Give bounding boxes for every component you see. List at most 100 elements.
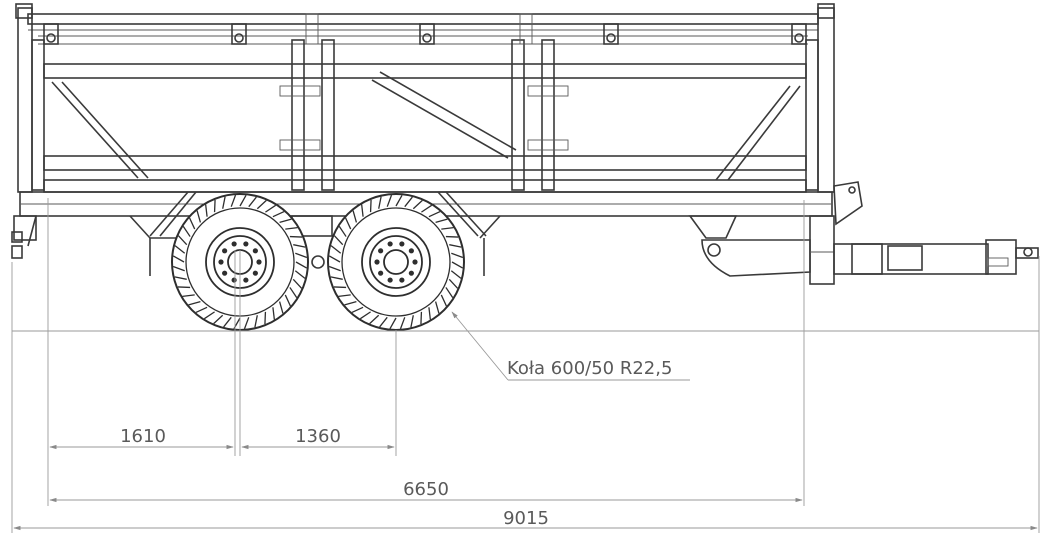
- tread-lug: [174, 245, 186, 254]
- tread-lug: [294, 270, 306, 279]
- tread-lug: [295, 261, 308, 269]
- tread-lug: [389, 317, 397, 330]
- wheel-nut: [243, 277, 249, 283]
- tread-lug: [243, 317, 250, 330]
- tread-lug: [434, 301, 440, 314]
- tread-lug: [369, 314, 380, 325]
- wheel-callout: Koła 600/50 R22,5: [451, 311, 690, 381]
- dim-label-axle-spacing: 1360: [295, 426, 341, 447]
- tread-lug: [182, 294, 195, 297]
- tread-lug: [440, 294, 448, 307]
- tread-lug: [338, 225, 347, 237]
- tread-lug: [222, 196, 226, 209]
- tread-lug: [172, 265, 185, 272]
- tread-lug: [361, 204, 364, 217]
- tread-lug: [441, 227, 454, 230]
- tread-lug: [412, 199, 423, 210]
- tread-lug: [289, 287, 298, 299]
- dim-label-rear-overhang: 1610: [120, 426, 166, 447]
- tread-lug: [248, 196, 257, 208]
- wheel-nut: [243, 241, 249, 247]
- tread-lug: [188, 217, 196, 230]
- tread-lug: [205, 204, 208, 217]
- tread-lug: [451, 252, 464, 259]
- wheel-nut: [387, 277, 393, 283]
- wheel-nut: [256, 259, 262, 265]
- wheel-nut: [252, 270, 258, 276]
- tread-lug: [344, 217, 352, 230]
- wheel-nut: [412, 259, 418, 265]
- suspension: [129, 191, 501, 276]
- tread-lug: [330, 245, 342, 254]
- wheel-nut: [218, 259, 224, 265]
- wheel-nut: [408, 270, 414, 276]
- dimension-labels: 1610 1360 6650 9015: [120, 426, 549, 529]
- drawbar: [688, 181, 1039, 285]
- tread-lug: [284, 294, 292, 307]
- hub-cap: [383, 249, 409, 275]
- tread-lug: [256, 199, 267, 210]
- cargo-body: [15, 3, 835, 217]
- tread-lug: [421, 204, 433, 213]
- rear-lights: [11, 215, 37, 259]
- dimension-lines: [11, 198, 1040, 533]
- tread-lug: [404, 196, 413, 208]
- tread-lug: [330, 276, 343, 280]
- wheel-nut: [387, 241, 393, 247]
- wheel-nut: [399, 241, 405, 247]
- wheel-nut: [399, 277, 405, 283]
- tread-lug: [203, 311, 215, 320]
- tread-lug: [448, 278, 459, 289]
- tread-lug: [450, 270, 462, 279]
- tread-lug: [428, 307, 431, 320]
- tread-lug: [295, 252, 308, 259]
- tread-lug: [182, 225, 191, 237]
- tread-lug: [451, 261, 464, 269]
- wheel-nut: [252, 248, 258, 254]
- tread-lug: [351, 306, 364, 314]
- tire-sidewall: [341, 207, 451, 317]
- tread-lug: [172, 255, 185, 263]
- tread-lug: [352, 210, 358, 223]
- tread-lug: [188, 300, 201, 306]
- wheel-nut: [408, 248, 414, 254]
- tread-lug: [410, 315, 414, 328]
- tread-lug: [328, 255, 341, 263]
- tread-lug: [378, 196, 382, 209]
- dim-label-total-length: 9015: [503, 508, 549, 529]
- tread-lug: [449, 244, 462, 248]
- tread-lug: [177, 235, 188, 246]
- wheel-nut: [231, 241, 237, 247]
- tread-lug: [379, 316, 388, 328]
- tread-lug: [293, 244, 306, 248]
- tread-lug: [265, 204, 277, 213]
- tread-lug: [223, 316, 232, 328]
- wheel-nut: [222, 270, 228, 276]
- tread-lug: [213, 314, 224, 325]
- tread-lug: [195, 306, 208, 314]
- tread-lug: [292, 278, 303, 289]
- wheel-nut: [374, 259, 380, 265]
- wheel-nut: [378, 248, 384, 254]
- dim-label-body-length: 6650: [403, 479, 449, 500]
- tread-lug: [445, 287, 454, 299]
- tread-lug: [272, 210, 285, 218]
- tread-lug: [399, 317, 406, 330]
- wheel-nut: [222, 248, 228, 254]
- tread-lug: [239, 194, 247, 207]
- tread-lug: [386, 194, 393, 207]
- tread-lug: [333, 235, 344, 246]
- tread-lug: [285, 227, 298, 230]
- tread-lug: [359, 311, 371, 320]
- wheel-nut: [378, 270, 384, 276]
- tread-lug: [272, 307, 275, 320]
- tread-lug: [428, 210, 441, 218]
- tread-lug: [338, 294, 351, 297]
- tread-lug: [435, 218, 448, 224]
- wheel-callout-label: Koła 600/50 R22,5: [507, 358, 672, 379]
- tread-lug: [278, 301, 284, 314]
- tread-lug: [230, 194, 237, 207]
- tread-lug: [196, 210, 202, 223]
- tread-lug: [174, 276, 187, 280]
